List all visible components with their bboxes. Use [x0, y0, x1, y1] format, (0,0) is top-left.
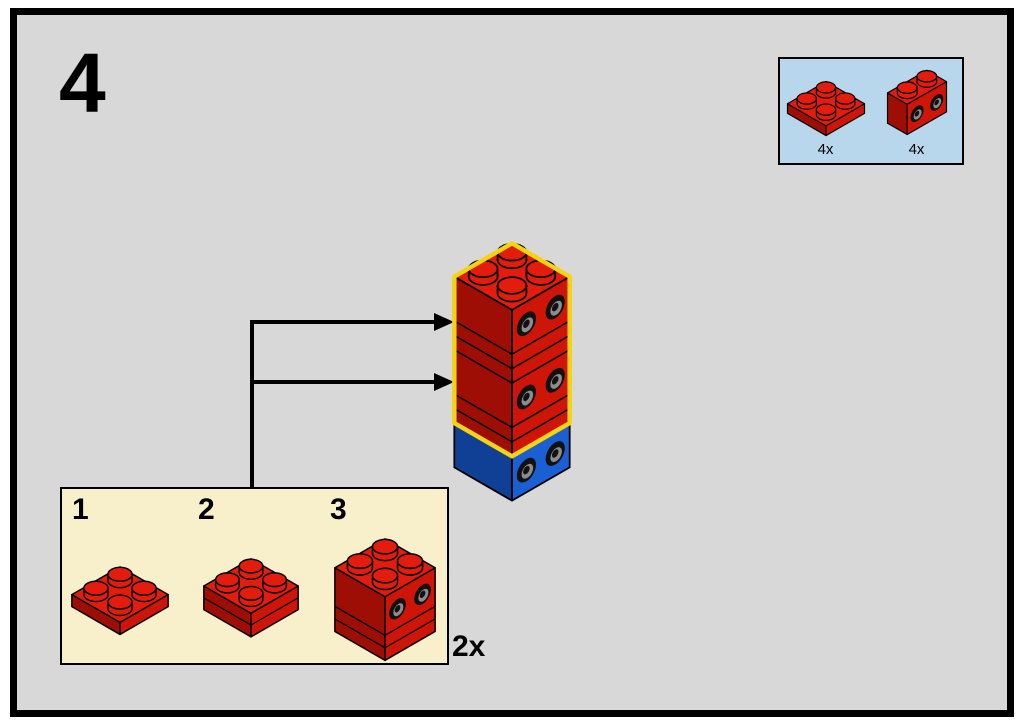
substep-2-label: 2	[198, 493, 215, 526]
red-subassembly-units	[453, 242, 571, 458]
instruction-page-frame: 4 4x	[10, 8, 1014, 717]
substep-1-illustration	[71, 566, 169, 636]
part-count-label: 4x	[817, 141, 834, 158]
substep-3-label: 3	[330, 493, 347, 526]
parts-callout-item: 4x	[871, 59, 962, 163]
red-plate-2x2-icon	[786, 80, 865, 137]
part-count-label: 4x	[908, 141, 925, 158]
substeps-panel: 1 2 3	[60, 487, 449, 665]
brick-seam-lines	[453, 320, 571, 443]
substep-1-label: 1	[72, 493, 89, 526]
parts-callout-item: 4x	[780, 59, 871, 163]
substep-3-illustration	[334, 538, 436, 662]
parts-callout-box: 4x 4x	[778, 57, 964, 165]
red-technic-brick-icon	[886, 69, 947, 136]
new-parts-highlight-outline	[452, 241, 572, 459]
substep-2-illustration	[203, 558, 299, 638]
main-assembly-illustration	[452, 241, 572, 502]
plate-seam-lines	[334, 605, 436, 649]
subassembly-quantity-label: 2x	[452, 630, 486, 663]
arrow-lower	[252, 373, 454, 391]
callout-arrows	[250, 313, 454, 490]
step-number: 4	[59, 36, 106, 130]
arrow-upper	[252, 313, 454, 331]
plate-seam-lines	[203, 597, 299, 626]
